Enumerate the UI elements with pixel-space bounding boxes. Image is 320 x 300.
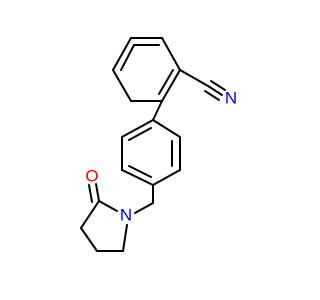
bond-carbonyl-double-1 xyxy=(95,183,100,202)
bond-ring1-bottom-left xyxy=(112,69,132,102)
bond-biaryl xyxy=(152,100,163,121)
bond-nitrile-triple-2 xyxy=(210,80,226,91)
bond-ring2-inner-top-left xyxy=(128,127,152,141)
bond-nitrile-triple-1 xyxy=(207,85,223,96)
atom-label-nitrile-n: N xyxy=(225,89,237,108)
bond-nitrile-triple-3 xyxy=(204,90,220,101)
bond-ring1-bottom-right xyxy=(161,69,181,102)
bond-carbonyl-double-2 xyxy=(88,184,93,203)
bond-ring1-top-right xyxy=(161,37,181,71)
bond-n-to-carbonyl-carbon xyxy=(98,200,118,212)
atom-label-carbonyl-o: O xyxy=(85,167,98,186)
bond-gamma-to-nitrogen xyxy=(122,224,128,252)
bond-ring1-top-left xyxy=(112,37,132,71)
bond-ring-to-nitrile-carbon xyxy=(179,69,209,87)
bond-ring2-bottom-right xyxy=(152,169,181,186)
bonds xyxy=(80,37,226,252)
bond-ring2-top-left xyxy=(121,119,154,138)
bond-ring1-inner-left xyxy=(120,44,135,71)
atom-label-ring-n: N xyxy=(120,206,132,225)
molecule-structure-diagram: N N O xyxy=(80,37,237,252)
bond-ring1-inner-right xyxy=(158,69,174,95)
bond-methylene-to-nitrogen xyxy=(134,202,154,214)
bond-alpha-to-beta-carbon xyxy=(80,227,98,252)
bond-ring2-inner-bottom-left xyxy=(128,165,152,178)
atom-labels: N N O xyxy=(85,89,237,225)
bond-ring2-top-right xyxy=(152,119,181,138)
bond-ring2-bottom-left xyxy=(121,169,154,186)
bond-carbonyl-to-alpha-carbon xyxy=(80,200,100,229)
